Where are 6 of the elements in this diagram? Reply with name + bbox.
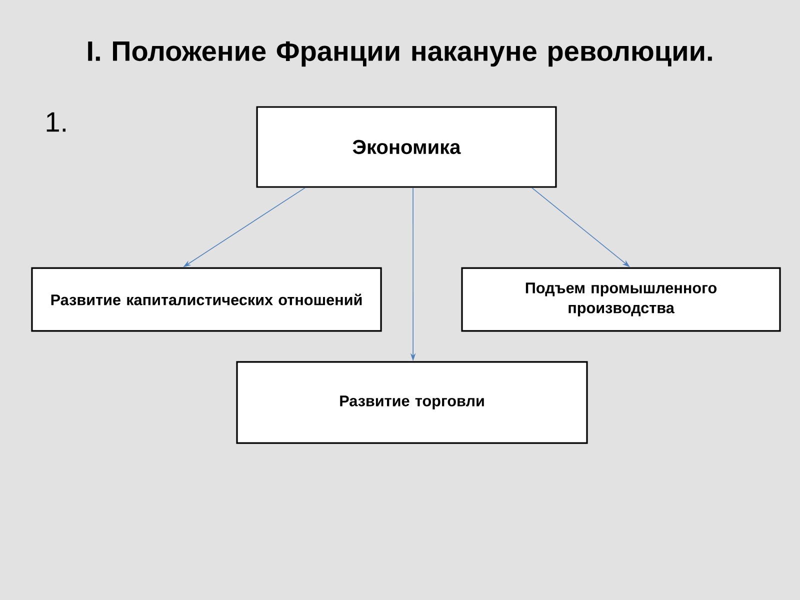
text-box: Развитие торговли bbox=[236, 361, 588, 444]
list-number: 1. bbox=[46, 112, 66, 132]
text-box: Подъем промышленного производства bbox=[461, 267, 781, 332]
title: I. Положение Франции накануне революции. bbox=[88, 41, 712, 67]
text-box: Экономика bbox=[256, 106, 557, 188]
text-box: Развитие капиталистических отношений bbox=[31, 267, 382, 332]
